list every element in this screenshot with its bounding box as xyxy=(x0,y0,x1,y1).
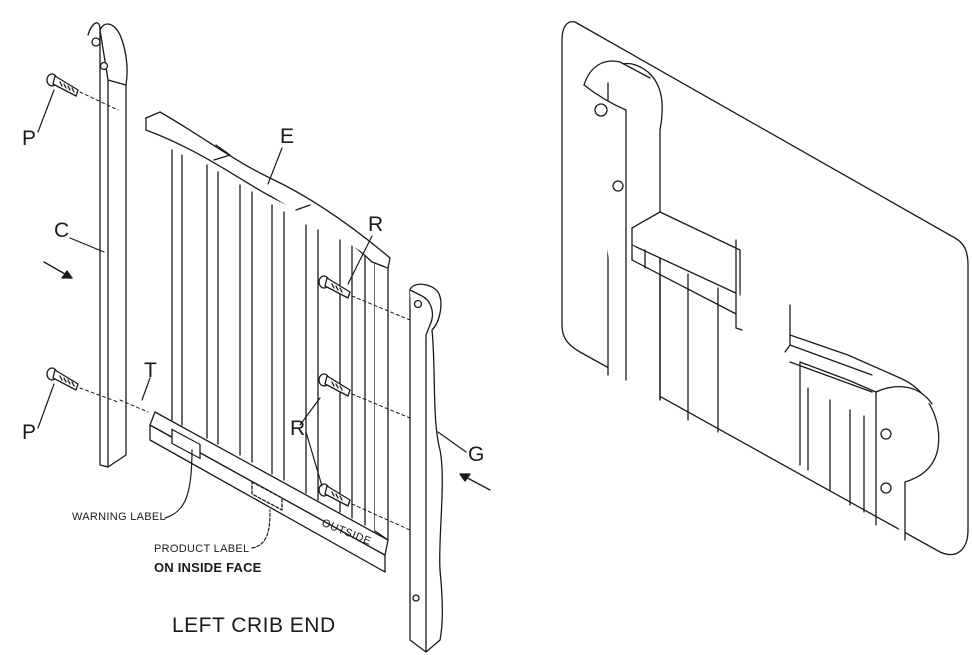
detail-callout xyxy=(561,20,969,556)
left-post-c xyxy=(87,22,128,468)
label-t: T xyxy=(144,359,157,382)
label-p-top: P xyxy=(22,127,37,150)
label-r-top: R xyxy=(368,213,384,236)
crib-end-panel xyxy=(145,111,391,573)
arrow-icon xyxy=(43,261,491,491)
diagram-title: LEFT CRIB END xyxy=(172,614,336,637)
warning-label-text: WARNING LABEL xyxy=(72,511,166,523)
alignment-lines xyxy=(79,91,411,531)
leader-lines xyxy=(37,89,467,549)
label-r-bottom: R xyxy=(290,417,306,440)
label-p-bottom: P xyxy=(22,421,37,444)
screw-icon xyxy=(46,73,351,507)
right-post-g xyxy=(409,283,443,653)
product-label-text: PRODUCT LABEL xyxy=(154,543,250,555)
label-e: E xyxy=(280,125,295,148)
label-c: C xyxy=(54,219,70,242)
inside-face-text: ON INSIDE FACE xyxy=(154,560,262,575)
label-g: G xyxy=(468,443,485,466)
